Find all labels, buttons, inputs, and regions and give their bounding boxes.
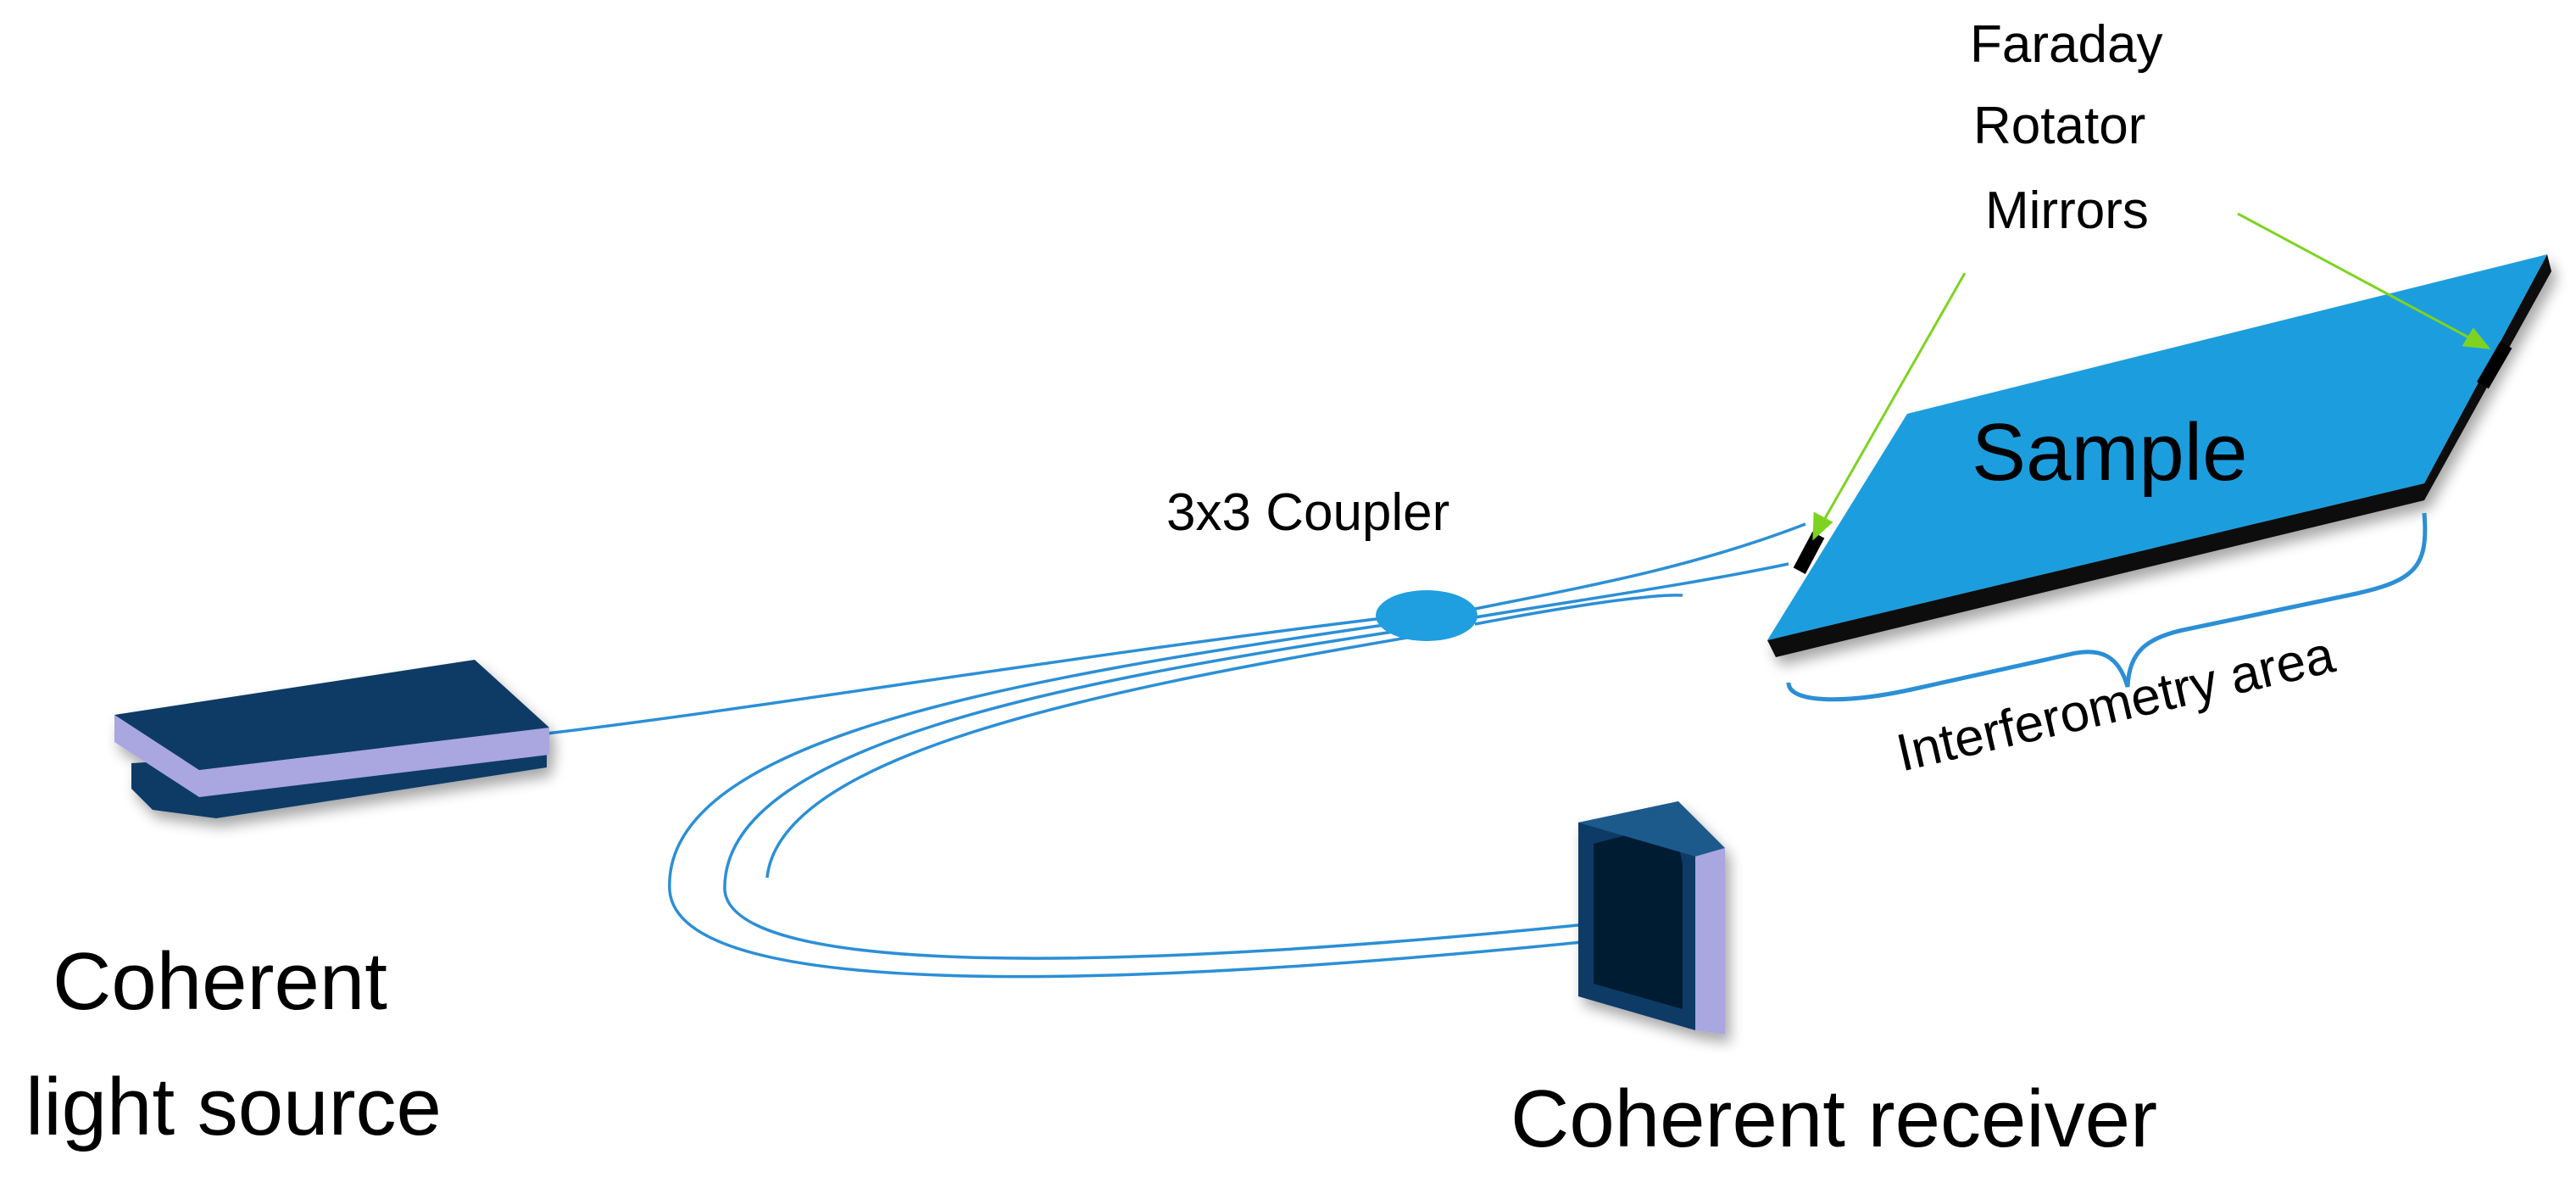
receiver-side-light [1695,848,1725,1035]
laser-front-light [199,728,549,797]
laser-side-light [114,715,199,797]
optical-fibers [546,522,1806,979]
coupler-label: 3x3 Coupler [1166,483,1450,542]
interferometry-brace [1786,512,2428,702]
faraday-label-line1: Faraday [1970,15,2163,74]
coupler-ellipse-icon [1376,590,1477,641]
fiber-coupler-to-receiver-inner [765,636,1408,879]
fiber-coupler-to-receiver-mid [723,629,1628,960]
arrow-to-right-mirror [2237,212,2476,343]
fiber-coupler-to-mirror-a [1474,522,1806,611]
light-source-label-line1: Coherent [53,936,387,1027]
arrow-to-left-mirror [1819,272,1967,527]
receiver-top [1578,801,1725,856]
receiver-box-icon [1578,801,1725,1035]
faraday-mirror-icon [1793,532,1825,574]
faraday-label-line2: Rotator [1973,97,2146,155]
arrowhead-icon [2462,327,2491,349]
faraday-label-line3: Mirrors [1985,181,2149,240]
sample-edge [1767,483,2424,657]
receiver-label: Coherent receiver [1511,1074,2158,1164]
arrowhead-icon [1812,511,1833,541]
laser-top [114,660,549,770]
sample-top-surface [1767,254,2547,640]
laser-box-icon [114,660,549,818]
light-source-label-line2: light source [25,1062,442,1152]
sample-label: Sample [1972,407,2248,498]
fiber-coupler-to-open-end [1474,594,1683,626]
fiber-source-to-coupler [546,616,1391,735]
faraday-arrows [1812,212,2491,541]
fiber-coupler-to-mirror-b [1474,562,1789,619]
receiver-inner-dark [1594,823,1683,1009]
fiber-coupler-to-receiver-outer [668,622,1633,979]
faraday-mirror-icon [2477,341,2512,389]
